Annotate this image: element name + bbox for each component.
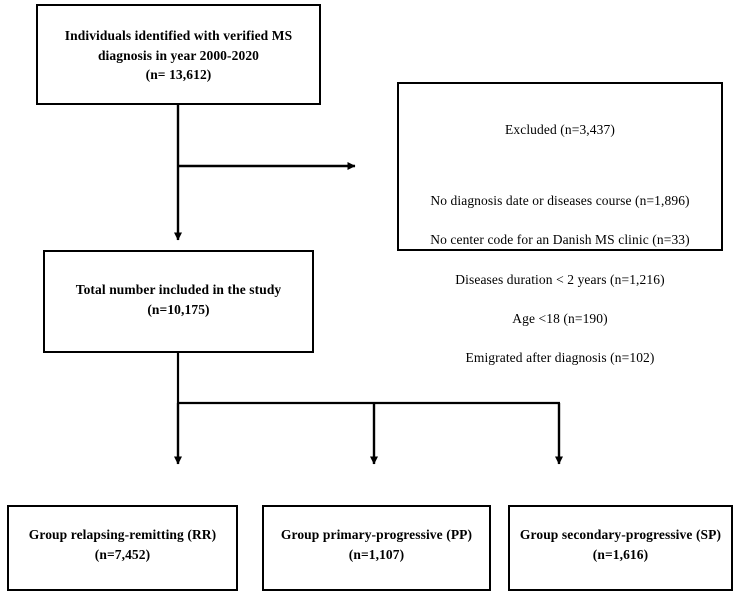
node-total-included: Total number included in the study (n=10… [43,250,314,353]
node-group-relapsing-remitting-label: Group relapsing-remitting (RR) (n=7,452) [28,527,217,562]
node-source-population-label: Individuals identified with verified MS … [64,28,293,83]
excluded-reason-4: Age <18 (n=190) [512,310,608,326]
node-excluded-heading: Excluded (n=3,437) [505,121,615,137]
node-excluded: Excluded (n=3,437) No diagnosis date or … [397,82,723,365]
node-total-included-label: Total number included in the study (n=10… [75,282,282,317]
excluded-reason-1: No diagnosis date or diseases course (n=… [430,193,690,209]
node-group-secondary-progressive: Group secondary-progressive (SP) (n=1,61… [508,505,733,591]
node-group-primary-progressive-label: Group primary-progressive (PP) (n=1,107) [280,527,473,562]
node-source-population: Individuals identified with verified MS … [36,4,321,105]
node-group-primary-progressive: Group primary-progressive (PP) (n=1,107) [262,505,491,591]
node-group-relapsing-remitting: Group relapsing-remitting (RR) (n=7,452) [7,505,238,591]
excluded-reason-3: Diseases duration < 2 years (n=1,216) [455,271,665,287]
node-excluded-content: Excluded (n=3,437) No diagnosis date or … [399,84,721,387]
excluded-reason-5: Emigrated after diagnosis (n=102) [465,349,655,365]
excluded-reason-2: No center code for an Danish MS clinic (… [430,232,690,248]
node-group-secondary-progressive-label: Group secondary-progressive (SP) (n=1,61… [519,527,722,562]
spacer [399,159,721,172]
